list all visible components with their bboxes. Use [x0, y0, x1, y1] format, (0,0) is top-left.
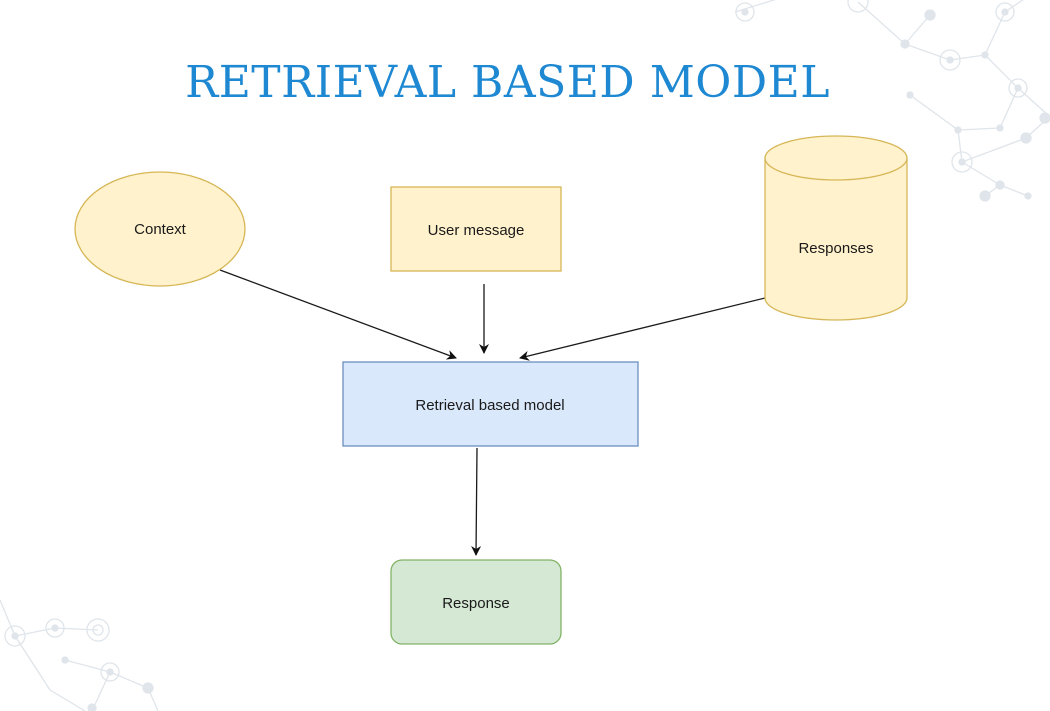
context-label: Context	[134, 221, 187, 238]
node-model: Retrieval based model	[342, 361, 639, 447]
edge-responses-to-model	[519, 297, 766, 361]
node-responses: Responses	[764, 135, 908, 321]
response-box	[390, 559, 562, 645]
edges	[219, 269, 766, 556]
response-label: Response	[442, 595, 510, 612]
responses-cylinder-top	[764, 135, 908, 181]
context-ellipse	[74, 171, 246, 287]
node-context: Context	[74, 171, 246, 287]
user-message-box	[390, 186, 562, 272]
responses-label: Responses	[798, 240, 873, 257]
slide-title: RETRIEVAL BASED MODEL	[185, 57, 830, 109]
user-message-label: User message	[428, 222, 525, 239]
edge-context-to-model	[219, 269, 457, 360]
edge-model-to-response	[471, 447, 482, 556]
model-box	[342, 361, 639, 447]
responses-cylinder-body	[764, 158, 908, 321]
node-response: Response	[390, 559, 562, 645]
node-user-message: User message	[390, 186, 562, 272]
model-label: Retrieval based model	[415, 397, 564, 414]
